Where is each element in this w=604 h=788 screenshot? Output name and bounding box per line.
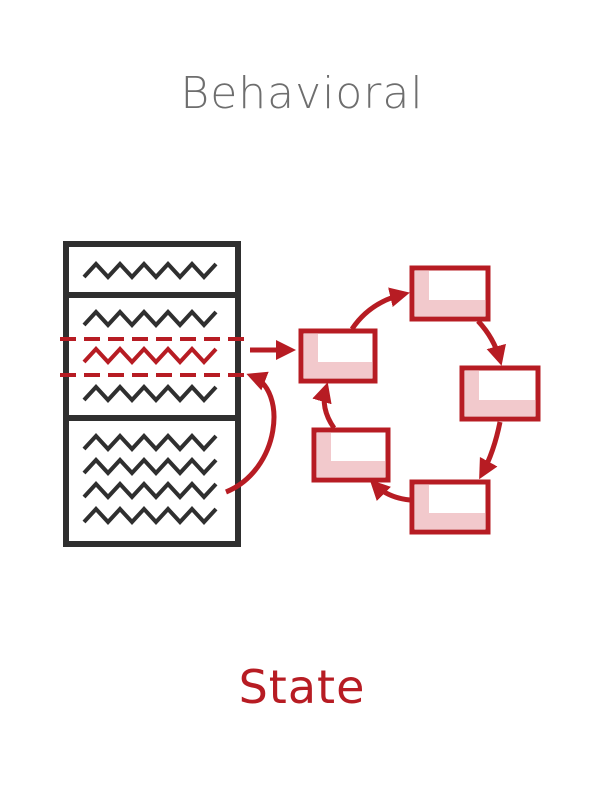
transition-arrow: [369, 479, 411, 503]
text-line: [82, 481, 218, 500]
text-line-highlighted: [82, 346, 218, 365]
arrow-return-curve: [225, 371, 277, 495]
transition-arrow: [476, 319, 506, 366]
pattern-name: State: [238, 660, 366, 714]
transition-arrow: [312, 382, 337, 430]
state-box: [298, 328, 378, 384]
state-box: [311, 427, 391, 483]
text-line: [82, 433, 218, 452]
state-box: [459, 365, 541, 422]
transition-arrow: [479, 421, 503, 480]
text-line: [82, 506, 218, 525]
transition-arrow: [349, 287, 410, 331]
category-title: Behavioral: [180, 68, 424, 119]
context-document: [60, 241, 246, 547]
state-box: [409, 479, 491, 535]
text-line: [82, 261, 218, 280]
state-box: [409, 265, 491, 322]
text-line: [82, 384, 218, 403]
text-line: [82, 457, 218, 476]
text-line: [82, 309, 218, 328]
